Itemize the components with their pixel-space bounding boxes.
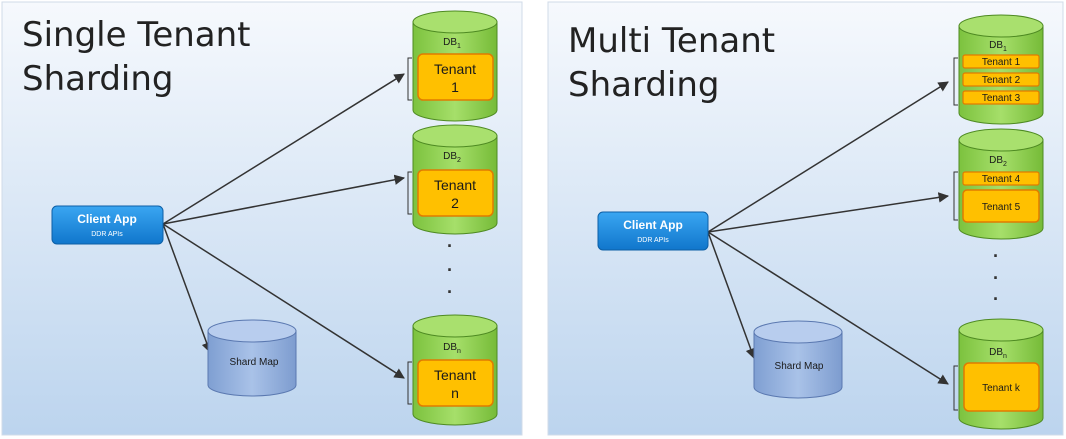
shard-map-cylinder: Shard Map (753, 320, 843, 399)
tenant-label: Tenant (434, 61, 476, 77)
client-app-title: Client App (623, 218, 683, 232)
tenant-label: Tenant k (982, 383, 1021, 394)
tenant-box (962, 72, 1040, 87)
ellipsis-dot: · (447, 260, 453, 280)
tenant-box (962, 189, 1040, 223)
connection-arrows (162, 73, 406, 379)
db-cylinder-1: DB1 Tenant 1 Tenant 2 Tenant 3 (953, 14, 1044, 125)
tenant-box (962, 90, 1040, 105)
tenant-number: n (451, 385, 459, 401)
db-cylinder-1: DB1 Tenant 1 (407, 10, 498, 122)
tenant-box (417, 169, 494, 217)
arrow-to-db1 (162, 73, 405, 225)
panel-title-line2: Sharding (568, 65, 720, 105)
multi-tenant-panel: Multi Tenant Sharding Client App DDR API… (547, 1, 1064, 436)
single-tenant-panel: Single Tenant Sharding Client App DDR AP… (1, 1, 523, 436)
tenant-label: Tenant 3 (982, 93, 1021, 104)
tenant-label: Tenant 5 (982, 202, 1021, 213)
ellipsis-dot: · (993, 289, 999, 309)
client-app-subtitle: DDR APIs (91, 231, 123, 238)
ellipsis-dot: · (447, 236, 453, 256)
ellipsis-dot: · (447, 282, 453, 302)
db-label: DB2 (989, 155, 1007, 168)
ellipsis-dot: · (993, 268, 999, 288)
tenant-box (962, 171, 1040, 186)
tenant-label: Tenant (434, 367, 476, 383)
arrow-to-shard-map (707, 231, 756, 359)
tenant-number: 1 (451, 79, 459, 95)
arrow-to-dbn (707, 231, 949, 385)
tenant-box (963, 362, 1040, 412)
tenant-box (962, 54, 1040, 69)
arrow-to-dbn (162, 223, 405, 379)
panel-title-line1: Multi Tenant (568, 21, 775, 61)
db-label: DB2 (443, 151, 461, 164)
arrow-to-db2 (162, 174, 406, 225)
client-app-box (597, 211, 709, 251)
tenant-box (417, 359, 494, 407)
tenant-label: Tenant 1 (982, 57, 1021, 68)
client-app-subtitle: DDR APIs (637, 237, 669, 244)
tenant-label: Tenant 4 (982, 174, 1021, 185)
db-cylinder-n: DBn Tenant k (953, 318, 1044, 430)
db-label: DBn (989, 347, 1007, 360)
db-cylinder-2: DB2 Tenant 4 Tenant 5 (953, 128, 1044, 240)
client-app-box (51, 205, 164, 245)
ellipsis-dot: · (993, 246, 999, 266)
client-app-title: Client App (77, 212, 137, 226)
arrow-to-db2 (707, 192, 950, 233)
tenant-label: Tenant 2 (982, 75, 1021, 86)
client-app: Client App DDR APIs (597, 211, 709, 251)
tenant-label: Tenant (434, 177, 476, 193)
shard-map-cylinder: Shard Map (207, 319, 297, 397)
tenant-number: 2 (451, 195, 459, 211)
arrow-to-shard-map (162, 223, 212, 353)
shard-map-label: Shard Map (775, 361, 824, 372)
tenant-box (417, 53, 494, 101)
arrow-to-db1 (707, 81, 949, 233)
tenant-list: Tenant 1 Tenant 2 Tenant 3 (962, 54, 1040, 105)
db-label: DB1 (443, 37, 461, 50)
db-label: DB1 (989, 40, 1007, 53)
client-app: Client App DDR APIs (51, 205, 164, 245)
db-label: DBn (443, 342, 461, 355)
panel-title-line2: Sharding (22, 59, 174, 99)
db-cylinder-2: DB2 Tenant 2 (407, 124, 498, 235)
connection-arrows (707, 81, 950, 385)
db-cylinder-n: DBn Tenant n (407, 314, 498, 426)
shard-map-label: Shard Map (230, 357, 279, 368)
panel-title-line1: Single Tenant (22, 15, 251, 55)
